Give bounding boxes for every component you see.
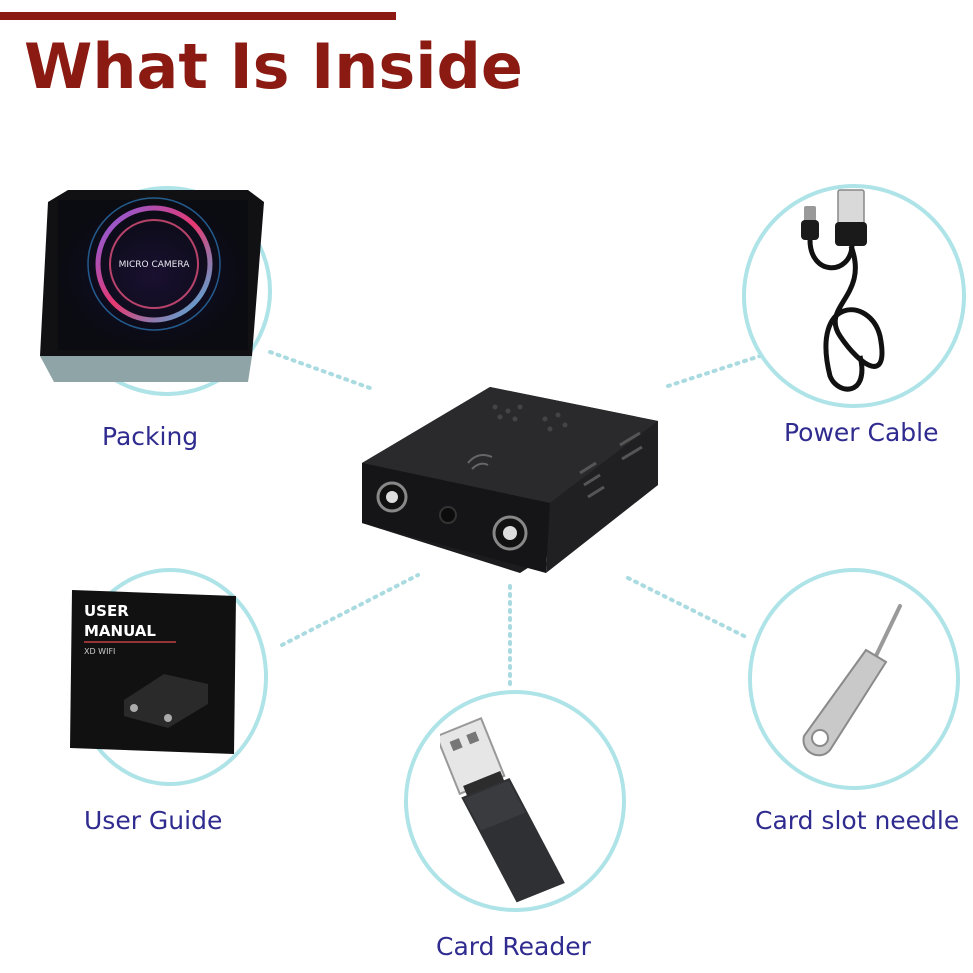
card-slot-needle-circle (748, 568, 960, 790)
connector-packing (268, 350, 372, 390)
connector-card-slot-needle (626, 576, 750, 640)
card-reader-circle (404, 690, 626, 912)
title-accent-bar (0, 12, 396, 20)
page-title: What Is Inside (24, 30, 523, 103)
packing-box-image: MICRO CAMERA (38, 186, 266, 391)
card-slot-needle-label: Card slot needle (755, 806, 960, 835)
connector-user-guide (280, 573, 420, 647)
micro-camera-image (360, 385, 660, 585)
user-guide-label: User Guide (84, 806, 223, 835)
card-slot-needle-image (796, 600, 916, 765)
svg-text:MANUAL: MANUAL (84, 622, 156, 640)
power-cable-label: Power Cable (784, 418, 939, 447)
card-reader-label: Card Reader (436, 932, 591, 961)
svg-text:XD WIFI: XD WIFI (84, 647, 115, 656)
packing-box-text: MICRO CAMERA (119, 260, 191, 270)
user-manual-image: USER MANUAL XD WIFI (68, 588, 238, 761)
card-reader-image (435, 704, 600, 909)
power-cable-circle (742, 184, 966, 408)
packing-label: Packing (102, 422, 199, 451)
svg-text:USER: USER (84, 602, 129, 620)
connector-power-cable (666, 354, 762, 388)
power-cable-image (790, 186, 910, 401)
